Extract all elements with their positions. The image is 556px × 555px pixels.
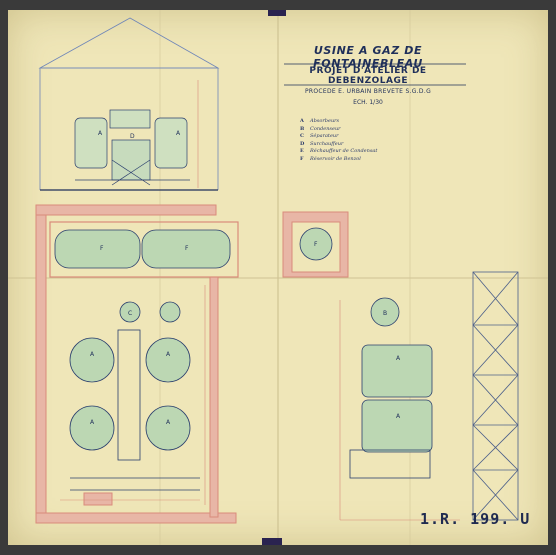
svg-text:A: A <box>166 419 171 426</box>
dimension-lines <box>60 80 206 505</box>
reference-number: 1.R. 199. U <box>420 510 531 528</box>
tower-elevation <box>472 271 519 521</box>
title-line-2: PROJET D'ATELIER DE DEBENZOLAGE <box>309 66 427 86</box>
svg-text:D: D <box>130 133 135 140</box>
elevation-building <box>38 17 220 191</box>
svg-text:A: A <box>396 413 401 420</box>
binding-mark-bottom <box>262 538 282 545</box>
svg-text:F: F <box>314 241 318 248</box>
right-elevation <box>349 297 433 479</box>
benzol-tanks <box>54 229 231 269</box>
svg-text:F: F <box>185 245 189 252</box>
label-a-elev: A <box>98 130 103 137</box>
svg-text:A: A <box>396 355 401 362</box>
section-detail: F <box>282 211 349 278</box>
scale-label: ECH. 1/30 <box>353 99 383 106</box>
svg-text:B: B <box>383 310 387 317</box>
svg-text:C: C <box>128 310 132 317</box>
svg-text:A: A <box>90 351 95 358</box>
plan-walls <box>35 204 239 524</box>
svg-text:A: A <box>176 130 181 137</box>
process-line: PROCEDE E. URBAIN BREVETE S.G.D.G <box>304 88 432 95</box>
svg-text:A: A <box>166 351 171 358</box>
elevation-equipment <box>74 109 190 186</box>
svg-text:A: A <box>90 419 95 426</box>
plan-absorbers <box>69 301 200 491</box>
svg-text:F: F <box>100 245 104 252</box>
title-line-1: USINE A GAZ DE FONTAINEBLEAU <box>313 44 423 70</box>
binding-mark-top <box>268 10 286 16</box>
